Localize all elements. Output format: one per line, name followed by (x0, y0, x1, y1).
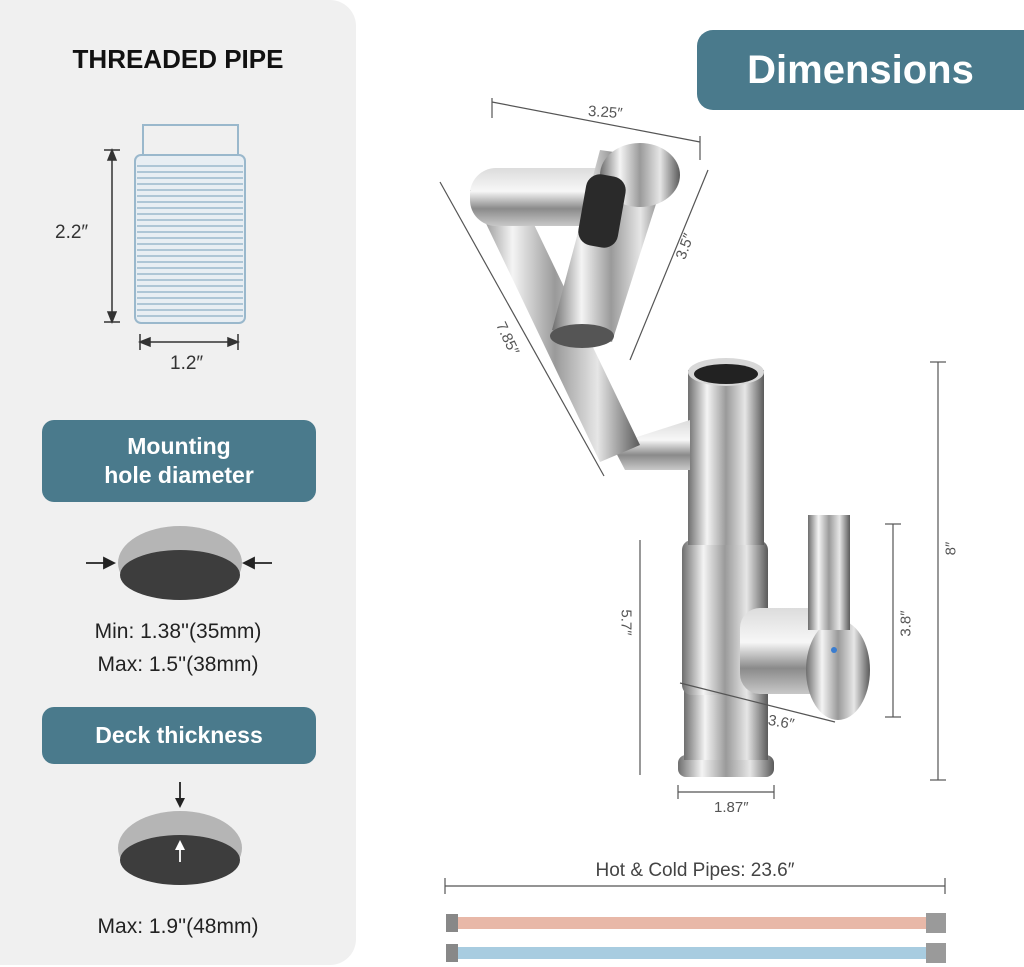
deck-max-text: Max: 1.9''(48mm) (97, 915, 259, 938)
faucet-dimension-lines (439, 98, 946, 894)
mounting-hole-icon (118, 526, 242, 600)
mounting-hole-badge-line1: Mounting (127, 433, 231, 459)
dim-total-height: 8″ (942, 541, 960, 556)
dim-spout-top: 3.25″ (587, 102, 624, 123)
pipes-length-label: Hot & Cold Pipes: 23.6″ (595, 860, 795, 881)
pipe-height-dimension-line (104, 147, 120, 325)
pipe-width-label: 1.2″ (170, 353, 204, 374)
mounting-min-text: Min: 1.38''(35mm) (94, 620, 262, 643)
deck-thickness-arrows (175, 782, 185, 862)
dim-handle-height: 3.8″ (897, 610, 915, 637)
mounting-hole-badge: Mounting hole diameter (42, 420, 316, 502)
mounting-hole-arrows (86, 556, 272, 570)
hot-pipe (446, 913, 946, 933)
mounting-max-text: Max: 1.5''(38mm) (97, 653, 259, 676)
faucet-illustration (470, 143, 870, 777)
cold-pipe (446, 943, 946, 963)
dim-body-height: 5.7″ (617, 609, 635, 636)
pipe-height-label: 2.2″ (55, 222, 89, 243)
dim-base-width: 1.87″ (714, 799, 749, 816)
mounting-hole-badge-line2: hole diameter (104, 462, 254, 488)
dimensions-title: Dimensions (697, 30, 1024, 110)
threaded-pipe-title: THREADED PIPE (72, 44, 284, 74)
deck-thickness-badge: Deck thickness (42, 707, 316, 764)
pipe-width-dimension-line (137, 334, 241, 350)
threaded-pipe-icon (134, 124, 246, 324)
